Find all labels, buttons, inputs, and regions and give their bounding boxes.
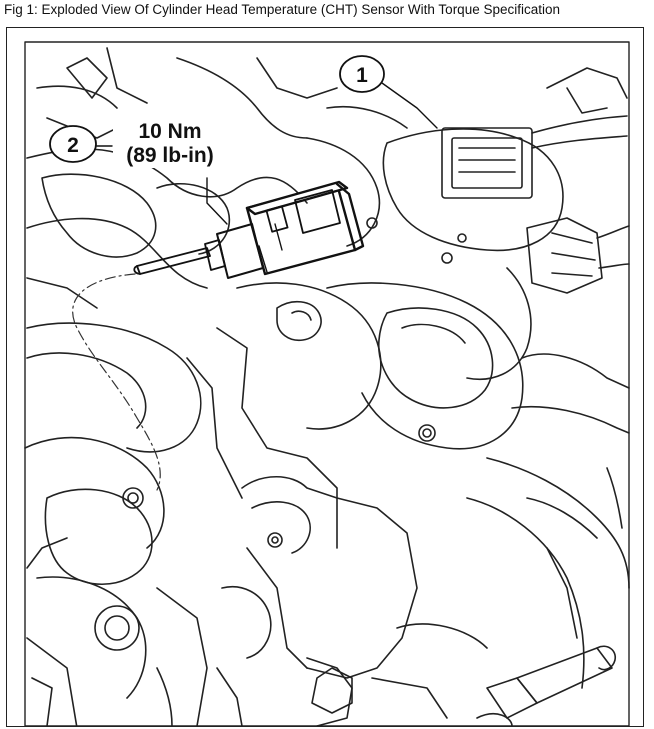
lower-center-bracket [216,476,488,726]
callout-1: 1 [339,55,385,93]
cht-sensor [133,180,365,279]
install-axis-line [72,273,161,491]
callout-2: 2 [49,125,97,163]
cylinder-head-left [24,47,338,549]
leader-line-1 [381,82,438,129]
torque-metric: 10 Nm [138,120,201,143]
diagram-frame: 1 2 10 Nm (89 lb-in) [6,27,644,727]
illustration-border [24,41,630,726]
lower-left-hardware [26,487,208,726]
torque-imperial: (89 lb-in) [126,144,214,167]
connector-assembly-1 [306,67,628,264]
cylinder-head-body [186,282,630,689]
lower-right-bolt [476,645,617,726]
callout-2-number: 2 [67,134,79,157]
leader-line-torque [206,177,228,225]
engine-line-drawing: 1 2 10 Nm (89 lb-in) [24,41,630,726]
torque-spec: 10 Nm (89 lb-in) [113,120,227,168]
figure-caption: Fig 1: Exploded View Of Cylinder Head Te… [4,2,561,17]
callout-1-number: 1 [356,64,368,87]
